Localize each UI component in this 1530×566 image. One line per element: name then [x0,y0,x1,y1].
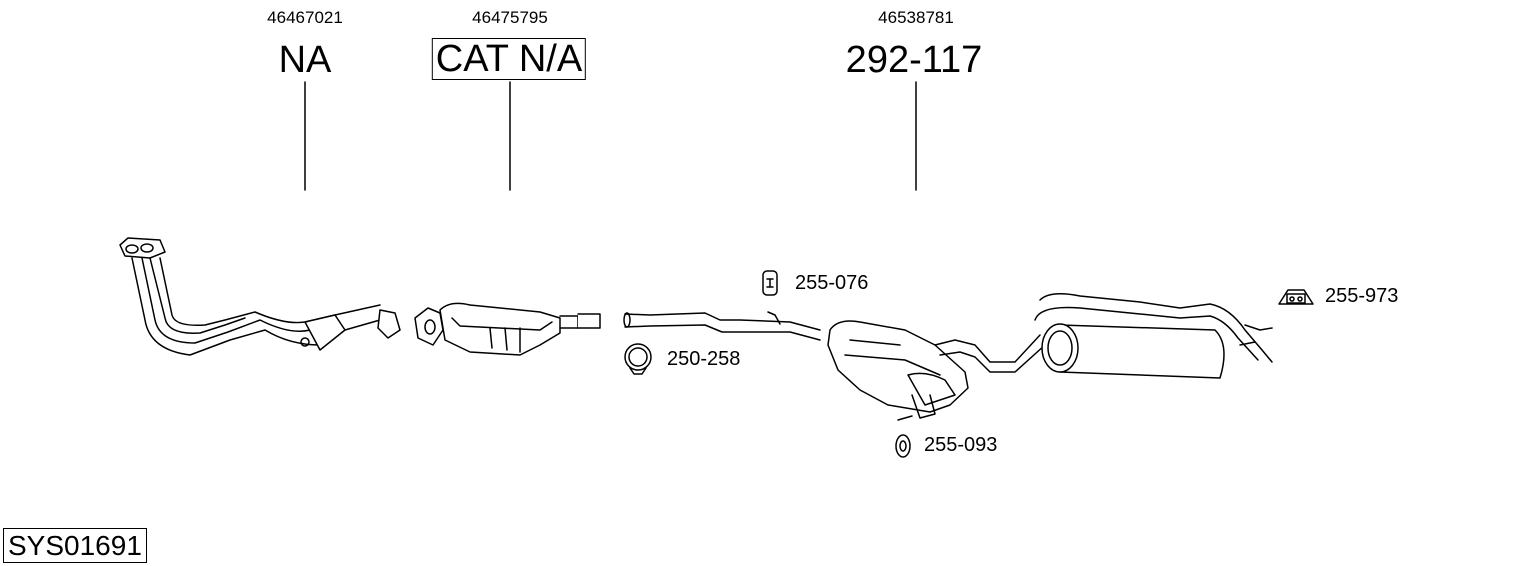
accessory-label-250-258[interactable]: 250-258 [667,348,741,370]
rear-system-drawing[interactable] [623,293,1273,421]
clamp-icon [624,343,652,375]
oem-number-front-pipe: 46467021 [267,8,343,27]
catalyst-drawing[interactable] [414,302,601,356]
accessory-label-255-973[interactable]: 255-973 [1325,285,1399,307]
accessory-label-255-076[interactable]: 255-076 [795,272,869,294]
oem-number-catalyst: 46475795 [472,8,548,27]
rubber-ring-icon [895,434,911,458]
system-id: SYS01691 [3,528,147,563]
part-code-front-pipe[interactable]: NA [278,39,332,81]
part-code-catalyst[interactable]: CAT N/A [431,38,587,80]
accessory-label-255-093[interactable]: 255-093 [924,434,998,456]
rubber-hanger-icon [762,270,778,296]
part-code-rear-system[interactable]: 292-117 [845,39,983,81]
front-pipe-drawing[interactable] [119,237,401,356]
mounting-bracket-icon [1278,289,1314,305]
oem-number-rear-system: 46538781 [878,8,954,27]
